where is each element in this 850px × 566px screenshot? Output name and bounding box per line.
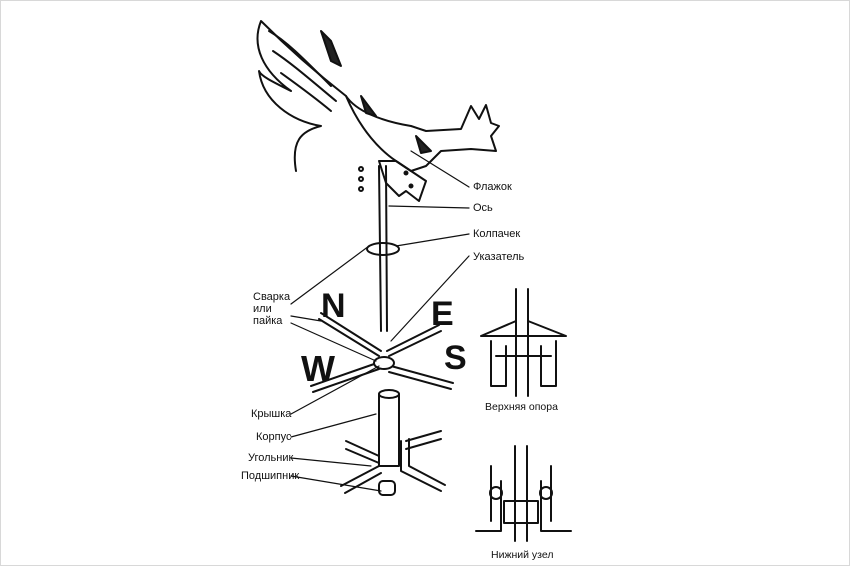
label-flag: Флажок xyxy=(473,181,512,193)
label-pointer: Указатель xyxy=(473,251,525,263)
label-cap: Колпачек xyxy=(473,228,521,240)
axis-rod xyxy=(378,165,388,332)
label-bearing: Подшипник xyxy=(241,470,300,482)
compass-letter-w: W xyxy=(301,348,335,389)
label-body: Корпус xyxy=(256,431,292,443)
compass-letter-e: E xyxy=(431,295,454,333)
label-angle: Угольник xyxy=(248,452,294,464)
base-body xyxy=(340,389,446,496)
flag-part xyxy=(358,160,427,202)
label-axis: Ось xyxy=(473,202,493,214)
label-lid: Крышка xyxy=(251,408,292,420)
cap-part xyxy=(366,242,400,256)
upper-support-detail xyxy=(480,288,567,397)
caption-upper-support: Верхняя опора xyxy=(485,401,558,413)
leader-lines xyxy=(290,150,470,492)
compass-letter-n: N xyxy=(321,287,346,325)
lower-unit-detail xyxy=(475,445,572,542)
compass-letter-s: S xyxy=(444,339,467,377)
compass-arms xyxy=(310,312,454,393)
rooster-figure xyxy=(256,20,500,172)
caption-lower-unit: Нижний узел xyxy=(491,549,554,561)
label-weld: Сварка или пайка xyxy=(253,291,291,327)
